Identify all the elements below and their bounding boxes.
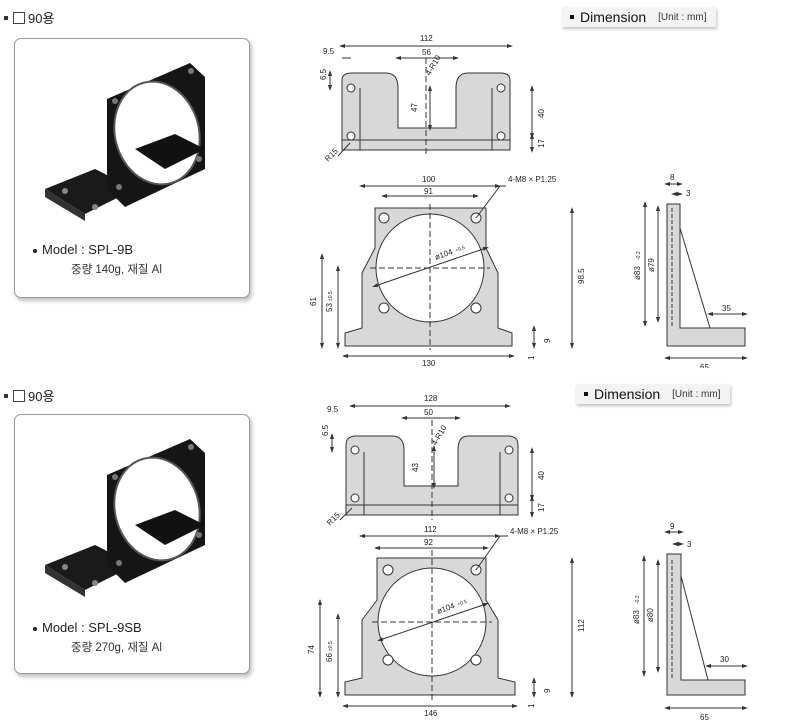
dim-label: 100 <box>422 175 436 184</box>
bullet-icon <box>570 15 574 19</box>
square-symbol-icon <box>13 11 25 24</box>
dimension-header: Dimension [Unit : mm] <box>562 7 717 27</box>
dim-label: ø80 <box>646 608 655 622</box>
dim-label: 9 <box>543 688 552 693</box>
model-text: Model : SPL-9B <box>42 242 134 257</box>
dim-label: -0.2 <box>636 251 642 260</box>
top-view <box>330 404 534 521</box>
dim-label: 92 <box>424 538 433 547</box>
dim-label: 112 <box>420 34 433 43</box>
dim-label: 30 <box>720 655 729 664</box>
dim-label: 65 <box>700 713 709 722</box>
bracket-image <box>45 439 205 597</box>
dim-label: 9.5 <box>323 47 335 56</box>
dim-label: 50 <box>424 408 433 417</box>
dim-label: 3 <box>686 189 691 198</box>
dim-label: +0.5 <box>455 245 467 254</box>
dim-label: 91 <box>424 187 433 196</box>
dim-label: 43 <box>411 463 420 472</box>
dim-label: 4-M8 × P1.25 <box>510 527 559 536</box>
dimension-header: Dimension [Unit : mm] <box>576 384 731 404</box>
section-heading: 90용 <box>4 8 54 27</box>
drawing-2: 128 9.5 50 4-R10 6.5 43 40 17 R15 112 92… <box>307 394 748 722</box>
top-view <box>328 44 534 157</box>
dim-label: 74 <box>307 645 316 654</box>
dim-label: -0.2 <box>635 595 641 604</box>
front-view <box>318 534 574 708</box>
dim-label: 47 <box>410 103 419 112</box>
drawing-1: 112 9.5 56 4-R10 6.5 47 40 17 R15 100 91… <box>309 34 748 368</box>
square-symbol-icon <box>13 389 25 402</box>
dim-label: 56 <box>422 48 431 57</box>
dim-label: 130 <box>422 359 436 368</box>
dim-label: 17 <box>537 139 546 148</box>
front-view <box>320 184 574 358</box>
model-label: Model : SPL-9B <box>33 242 133 257</box>
model-text: Model : SPL-9SB <box>42 620 142 635</box>
dim-label: 40 <box>537 471 546 480</box>
bracket-image <box>45 63 205 221</box>
bullet-icon <box>4 15 8 20</box>
dim-label: 4-R10 <box>430 423 449 447</box>
dim-label: 3 <box>687 540 692 549</box>
dim-label: 61 <box>309 297 318 306</box>
heading-text: 90용 <box>28 11 55 26</box>
dimension-title: Dimension <box>594 386 661 402</box>
dim-label: R15 <box>325 510 342 527</box>
bracket-photo <box>45 439 205 597</box>
product-card: Model : SPL-9SB 중량 270g, 재질 Al <box>14 414 250 674</box>
model-label: Model : SPL-9SB <box>33 620 142 635</box>
dim-label: +0.5 <box>457 599 469 608</box>
dim-label: 6.5 <box>319 68 328 80</box>
dim-label: ø79 <box>647 258 656 272</box>
bracket-photo <box>45 63 205 221</box>
dim-label: R15 <box>323 146 340 163</box>
section-heading: 90용 <box>4 386 54 405</box>
dim-label: 35 <box>722 304 731 313</box>
dimension-title: Dimension <box>580 9 647 25</box>
dim-label: 8 <box>670 173 675 182</box>
product-card: Model : SPL-9B 중량 140g, 재질 Al <box>14 38 250 298</box>
heading-text: 90용 <box>28 389 55 404</box>
dim-label: 9 <box>670 522 675 531</box>
dim-label: 1 <box>527 355 536 360</box>
side-view <box>642 530 748 710</box>
dim-label: 6.5 <box>321 424 330 436</box>
dim-label: ø83 <box>632 610 641 624</box>
dim-label: ±0.5 <box>328 641 334 651</box>
dim-label: 112 <box>424 525 437 534</box>
side-view <box>643 182 748 360</box>
dim-label: 65 <box>700 363 709 368</box>
bullet-dot-icon <box>33 248 37 253</box>
bullet-icon <box>584 392 588 396</box>
dim-label: 17 <box>537 503 546 512</box>
dim-label: ø83 <box>633 266 642 280</box>
dim-label: 112 <box>577 619 586 632</box>
dim-label: 53 <box>325 303 334 312</box>
dim-label: ±0.5 <box>328 291 334 301</box>
dimension-unit: [Unit : mm] <box>672 388 721 400</box>
bullet-dot-icon <box>33 626 37 631</box>
dim-label: 9 <box>543 338 552 343</box>
dim-label: 9.5 <box>327 405 339 414</box>
dim-label: 146 <box>424 709 438 718</box>
dim-label: 128 <box>424 394 438 403</box>
dim-label: 40 <box>537 109 546 118</box>
dim-label: 4-M8 × P1.25 <box>508 175 557 184</box>
dim-label: 66 <box>325 653 334 662</box>
dimension-unit: [Unit : mm] <box>658 11 707 23</box>
spec-text: 중량 270g, 재질 Al <box>71 642 162 654</box>
spec-text: 중량 140g, 재질 Al <box>71 264 162 276</box>
dim-label: 98.5 <box>577 268 586 284</box>
bullet-icon <box>4 393 8 398</box>
dim-label: 1 <box>527 703 536 708</box>
